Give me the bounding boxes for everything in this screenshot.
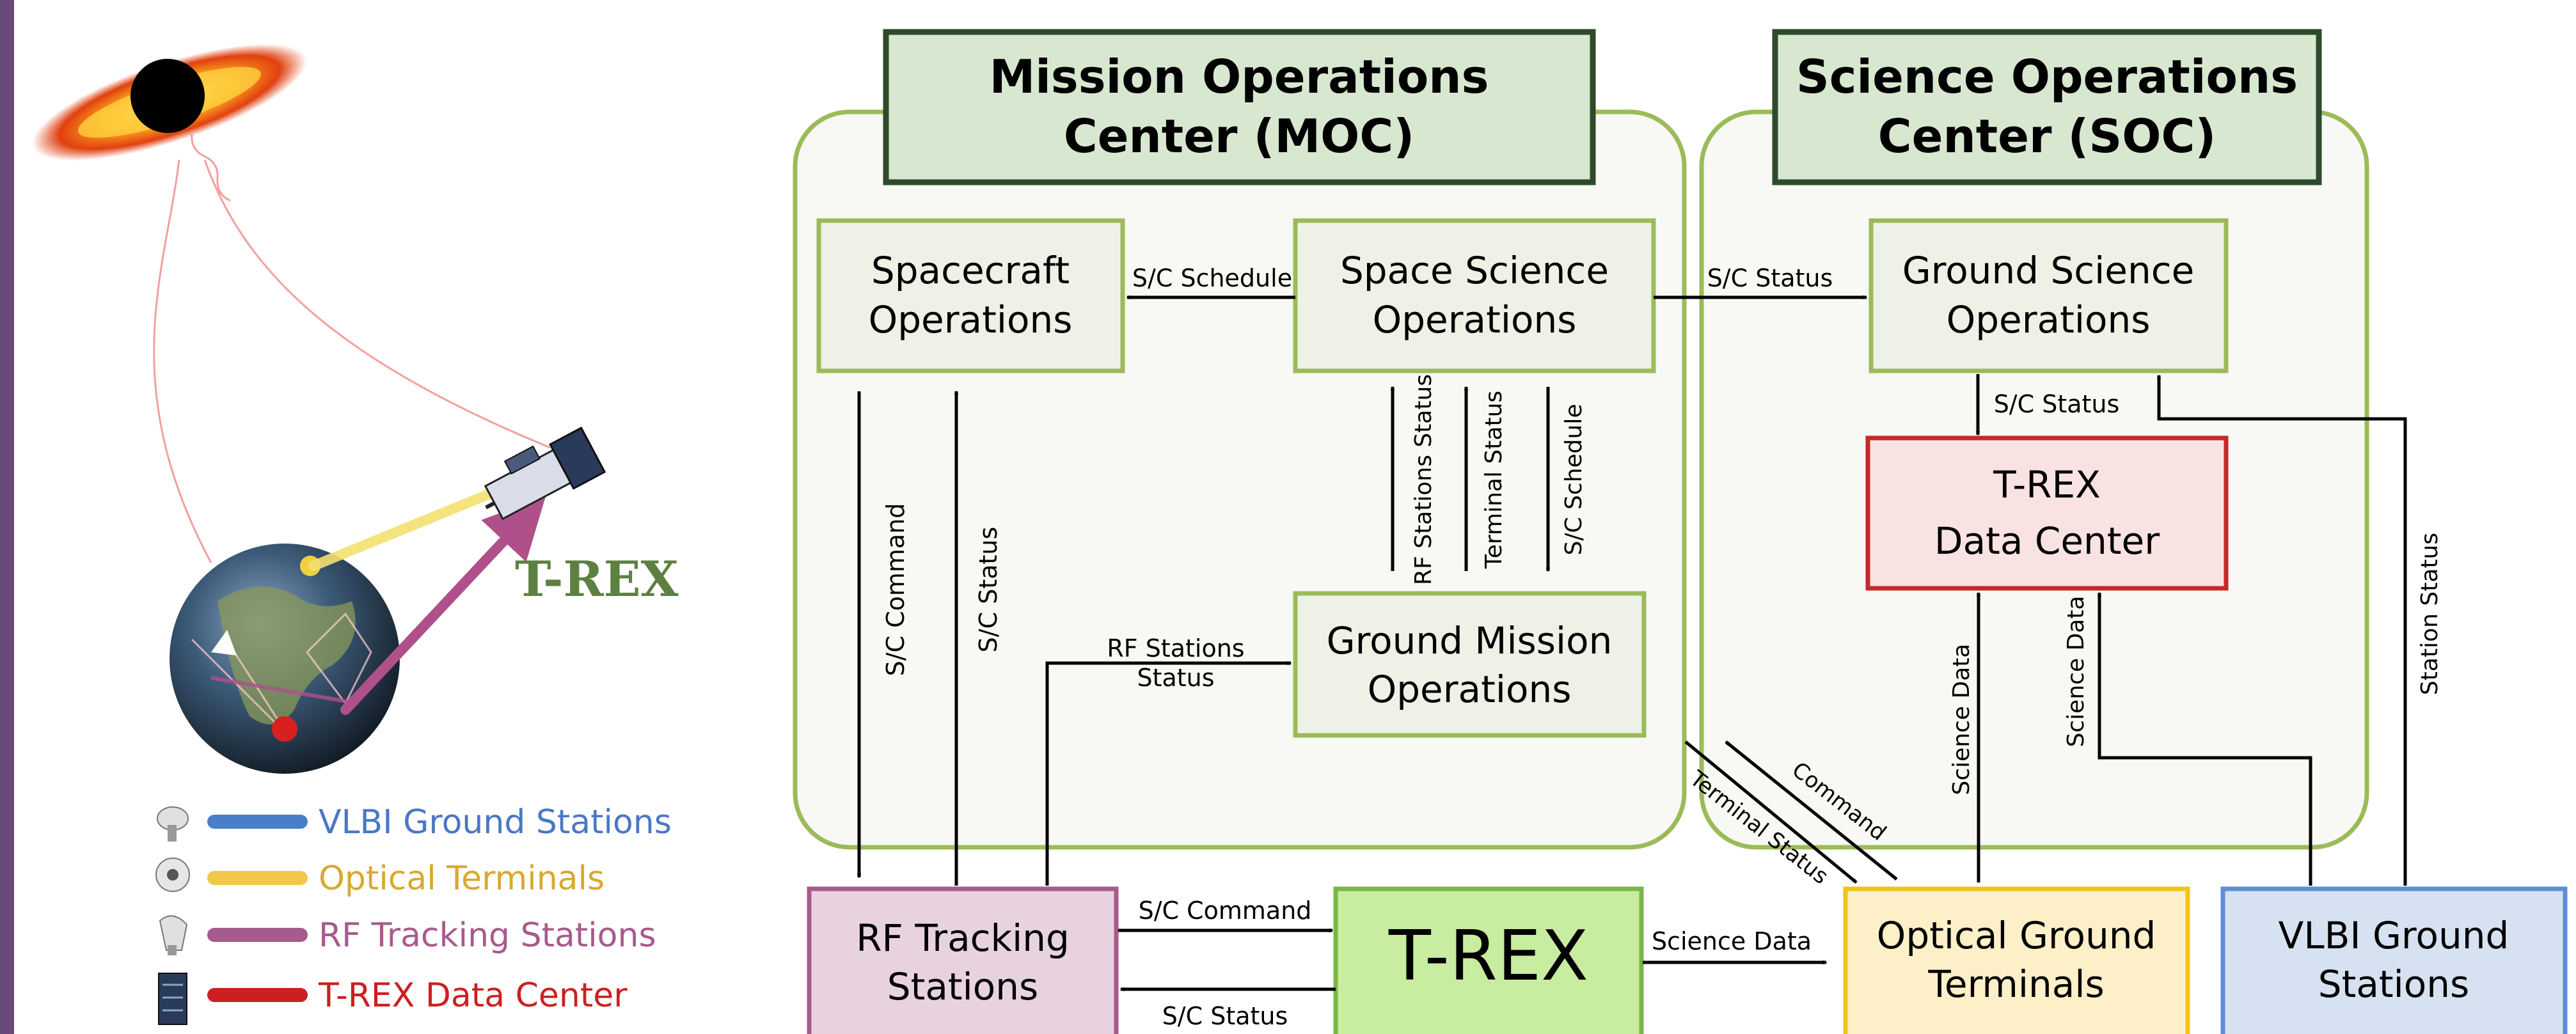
left-accent-bar — [0, 0, 14, 1034]
box-label-line1: Spacecraft — [871, 249, 1070, 292]
moc-header: Mission Operations Center (MOC) — [883, 29, 1596, 185]
spacecraft-label: T-REX — [515, 551, 679, 607]
soc-title-line1: Science Operations — [1796, 50, 2298, 104]
edges — [859, 297, 2407, 989]
box-label-line2: Operations — [1368, 668, 1572, 711]
label-sc-status-soc: S/C Status — [1994, 390, 2120, 418]
edge-command-diag — [1725, 740, 1898, 881]
black-hole-icon — [32, 43, 307, 161]
moc-title-line1: Mission Operations — [990, 50, 1489, 104]
box-label-line1: Space Science — [1340, 249, 1609, 292]
server-rack-icon — [158, 973, 187, 1025]
legend-item-optical: Optical Terminals — [155, 858, 604, 898]
label-sc-status-vertical: S/C Status — [974, 527, 1002, 653]
legend-label-vlbi: VLBI Ground Stations — [319, 803, 672, 842]
edge-science-data-vlbi — [2099, 593, 2312, 886]
rf-antenna-icon — [159, 915, 188, 955]
moc-title-line2: Center (MOC) — [1064, 109, 1414, 163]
soc-title-line2: Center (SOC) — [1878, 109, 2216, 163]
box-label-line1: T-REX — [1993, 463, 2101, 506]
legend-label-rf: RF Tracking Stations — [319, 916, 656, 955]
soc-header: Science Operations Center (SOC) — [1772, 29, 2322, 185]
label-sc-command-vertical: S/C Command — [881, 503, 910, 677]
box-space-science-operations: Space Science Operations — [1293, 218, 1656, 373]
spacecraft-icon — [484, 427, 606, 521]
box-label-line2: Operations — [1373, 298, 1577, 341]
edge-rf-stations-status — [1045, 663, 1291, 886]
box-ground-mission-operations: Ground Mission Operations — [1293, 591, 1647, 738]
illustration-panel: T-REX VLBI Ground Stations Optical Termi… — [32, 43, 679, 1025]
box-label-line1: Ground Mission — [1327, 619, 1613, 662]
label-rf-stations-status-l2: Status — [1137, 664, 1214, 692]
legend: VLBI Ground Stations Optical Terminals R… — [155, 803, 672, 1025]
legend-item-datacenter: T-REX Data Center — [158, 973, 628, 1025]
box-label-line2: Data Center — [1934, 519, 2160, 563]
label-terminal-status-vertical: Terminal Status — [1481, 391, 1507, 569]
box-label-line1: VLBI Ground — [2279, 914, 2509, 957]
label-science-data-vlbi: Science Data — [2063, 596, 2089, 748]
box-label-line1: Optical Ground — [1877, 914, 2156, 957]
box-spacecraft-operations: Spacecraft Operations — [816, 218, 1125, 373]
legend-label-datacenter: T-REX Data Center — [318, 976, 628, 1015]
radio-dish-icon — [157, 806, 189, 842]
earth-globe-icon — [170, 544, 400, 774]
optical-telescope-icon — [155, 858, 190, 892]
label-science-data-bottom: Science Data — [1652, 927, 1812, 955]
box-label-line1: Ground Science — [1902, 249, 2195, 292]
box-trex-data-center: T-REX Data Center — [1865, 435, 2229, 591]
legend-item-vlbi: VLBI Ground Stations — [157, 803, 672, 842]
legend-label-optical: Optical Terminals — [319, 859, 604, 898]
box-label-line2: Terminals — [1927, 962, 2104, 1006]
box-rf-tracking-stations: RF Tracking Stations — [807, 886, 1119, 1034]
box-label-line2: Stations — [2318, 962, 2469, 1006]
box-ground-science-operations: Ground Science Operations — [1869, 218, 2229, 373]
label-sc-status-top: S/C Status — [1707, 264, 1833, 292]
box-label-line2: Operations — [1947, 298, 2151, 341]
label-sc-schedule-top: S/C Schedule — [1132, 264, 1292, 292]
label-rf-stations-status-l1: RF Stations — [1107, 634, 1244, 662]
box-optical-ground-terminals: Optical Ground Terminals — [1843, 886, 2190, 1034]
label-station-status: Station Status — [2417, 533, 2443, 695]
edge-station-status — [2159, 375, 2407, 886]
box-label-line1: RF Tracking — [856, 916, 1070, 960]
box-trex: T-REX — [1333, 886, 1644, 1034]
box-label-line2: Operations — [869, 298, 1073, 341]
label-rf-stations-status-vertical: RF Stations Status — [1410, 374, 1437, 585]
box-label-line1: T-REX — [1388, 916, 1588, 996]
signal-wave — [153, 134, 551, 563]
box-label-line2: Stations — [887, 965, 1038, 1008]
label-sc-command-bottom: S/C Command — [1139, 897, 1312, 925]
label-sc-status-bottom: S/C Status — [1162, 1002, 1288, 1030]
legend-item-rf: RF Tracking Stations — [159, 915, 656, 955]
edge-terminal-status-diag — [1684, 740, 1858, 884]
box-vlbi-ground-stations: VLBI Ground Stations — [2220, 886, 2568, 1034]
label-sc-schedule-vertical: S/C Schedule — [1561, 404, 1587, 556]
label-science-data-optical: Science Data — [1948, 644, 1975, 795]
